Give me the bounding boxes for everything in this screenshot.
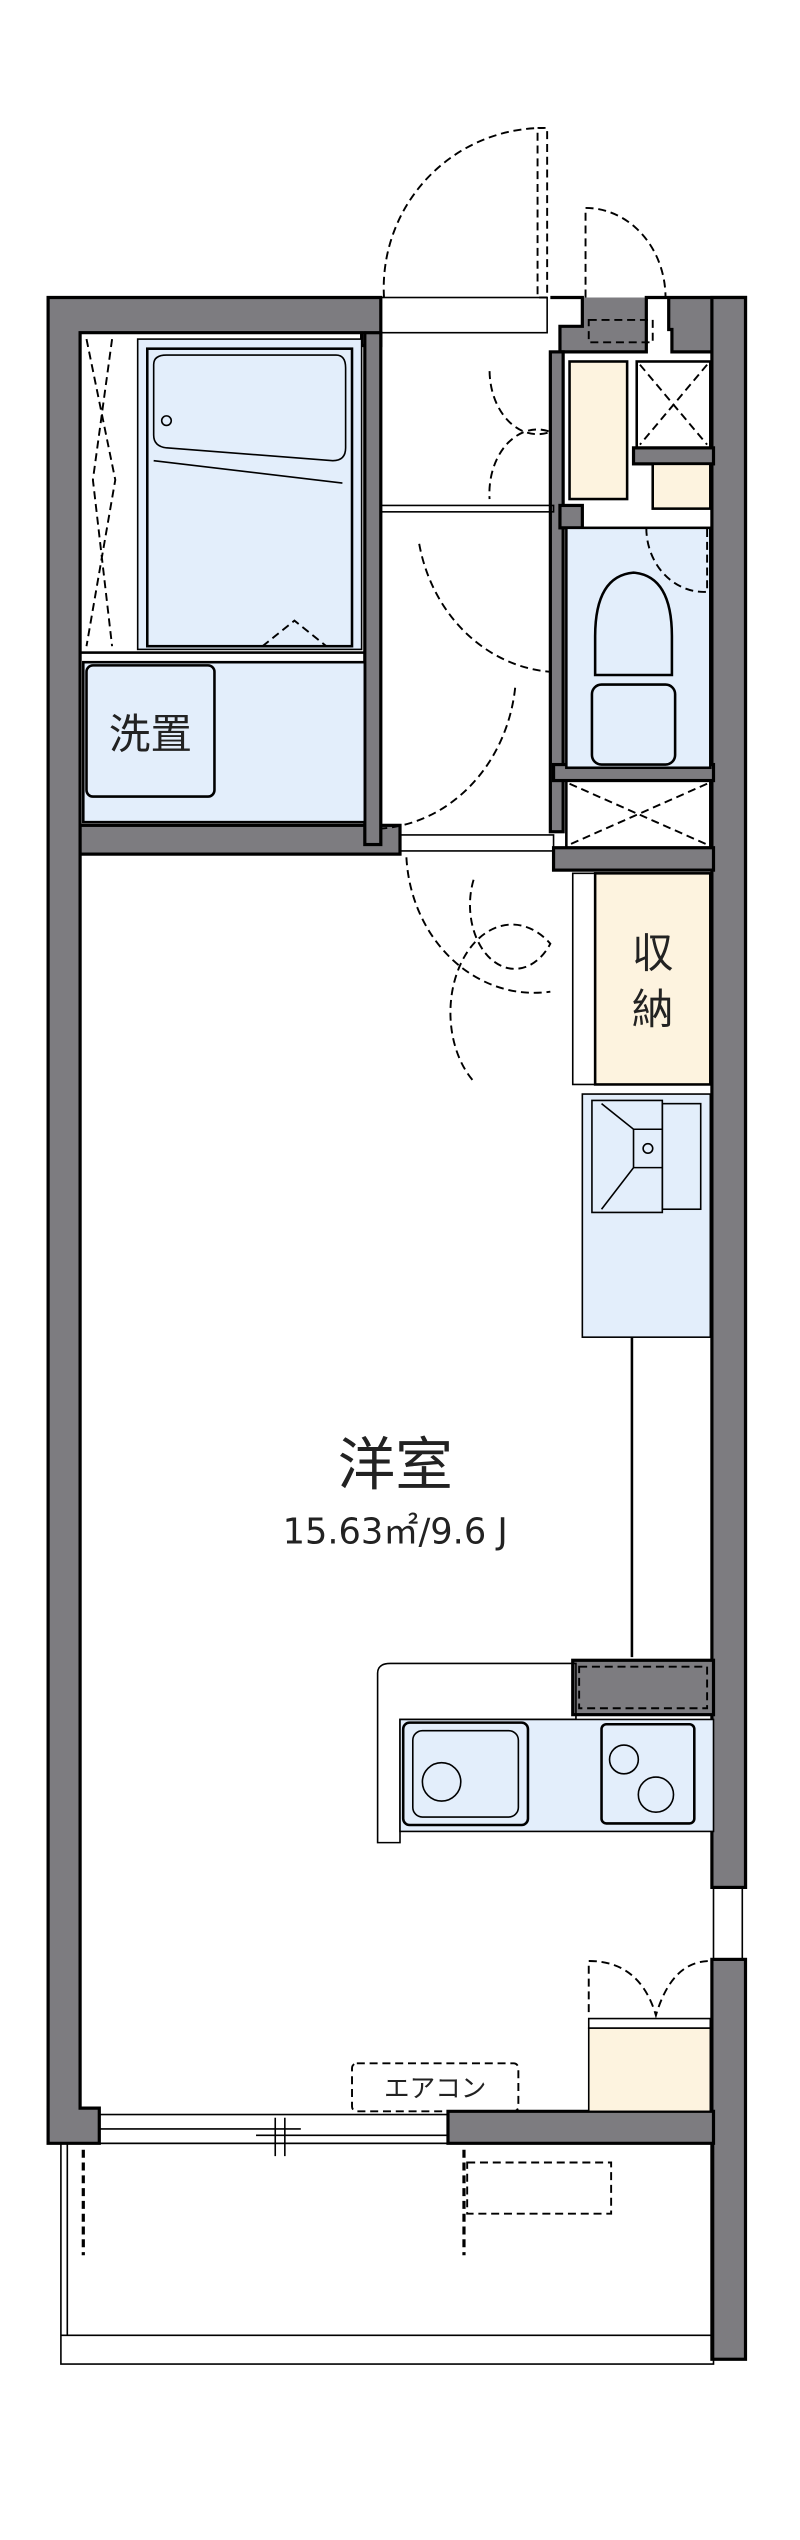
storage-label-2: 納 — [632, 985, 674, 1034]
balcony-door[interactable] — [98, 2113, 449, 2157]
shoe-storage — [568, 318, 712, 510]
toilet — [565, 526, 712, 850]
aircon: エアコン — [351, 2062, 520, 2113]
laundry-area: 洗置 — [82, 660, 367, 824]
storage-closet: 収 納 — [571, 872, 712, 1086]
kitchen — [376, 1662, 715, 1844]
laundry-label: 洗置 — [109, 710, 192, 759]
exterior-walls — [46, 295, 748, 2361]
main-room-label: 洋室 — [338, 1431, 453, 1498]
hallway-doors — [380, 296, 555, 1082]
washer-space — [581, 1093, 712, 1658]
bathroom — [78, 331, 367, 654]
balcony — [60, 2142, 715, 2365]
aircon-label: エアコン — [384, 2074, 486, 2104]
main-room: 洋室 15.63㎡/9.6 J — [283, 1431, 508, 1552]
entrance-door — [382, 126, 667, 299]
bottom-right-storage — [587, 1886, 744, 2113]
storage-label-1: 収 — [632, 929, 674, 978]
main-room-area: 15.63㎡/9.6 J — [283, 1512, 508, 1553]
